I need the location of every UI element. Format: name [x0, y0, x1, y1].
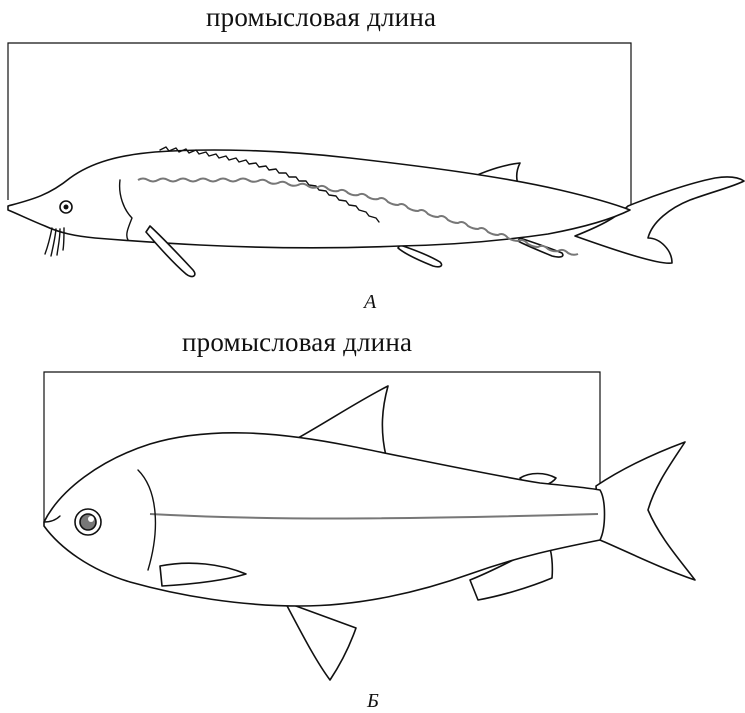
- bream-drawing: [44, 372, 695, 680]
- sturgeon-body: [8, 150, 630, 248]
- bream-pupil-highlight: [88, 516, 94, 522]
- bream-caudal-fin: [596, 442, 695, 580]
- bream-iris: [80, 514, 96, 530]
- sturgeon-ventral-fin: [398, 245, 442, 267]
- sturgeon-drawing: [8, 43, 744, 277]
- sturgeon-pupil: [64, 205, 69, 210]
- bream-pelvic-fin: [285, 602, 356, 680]
